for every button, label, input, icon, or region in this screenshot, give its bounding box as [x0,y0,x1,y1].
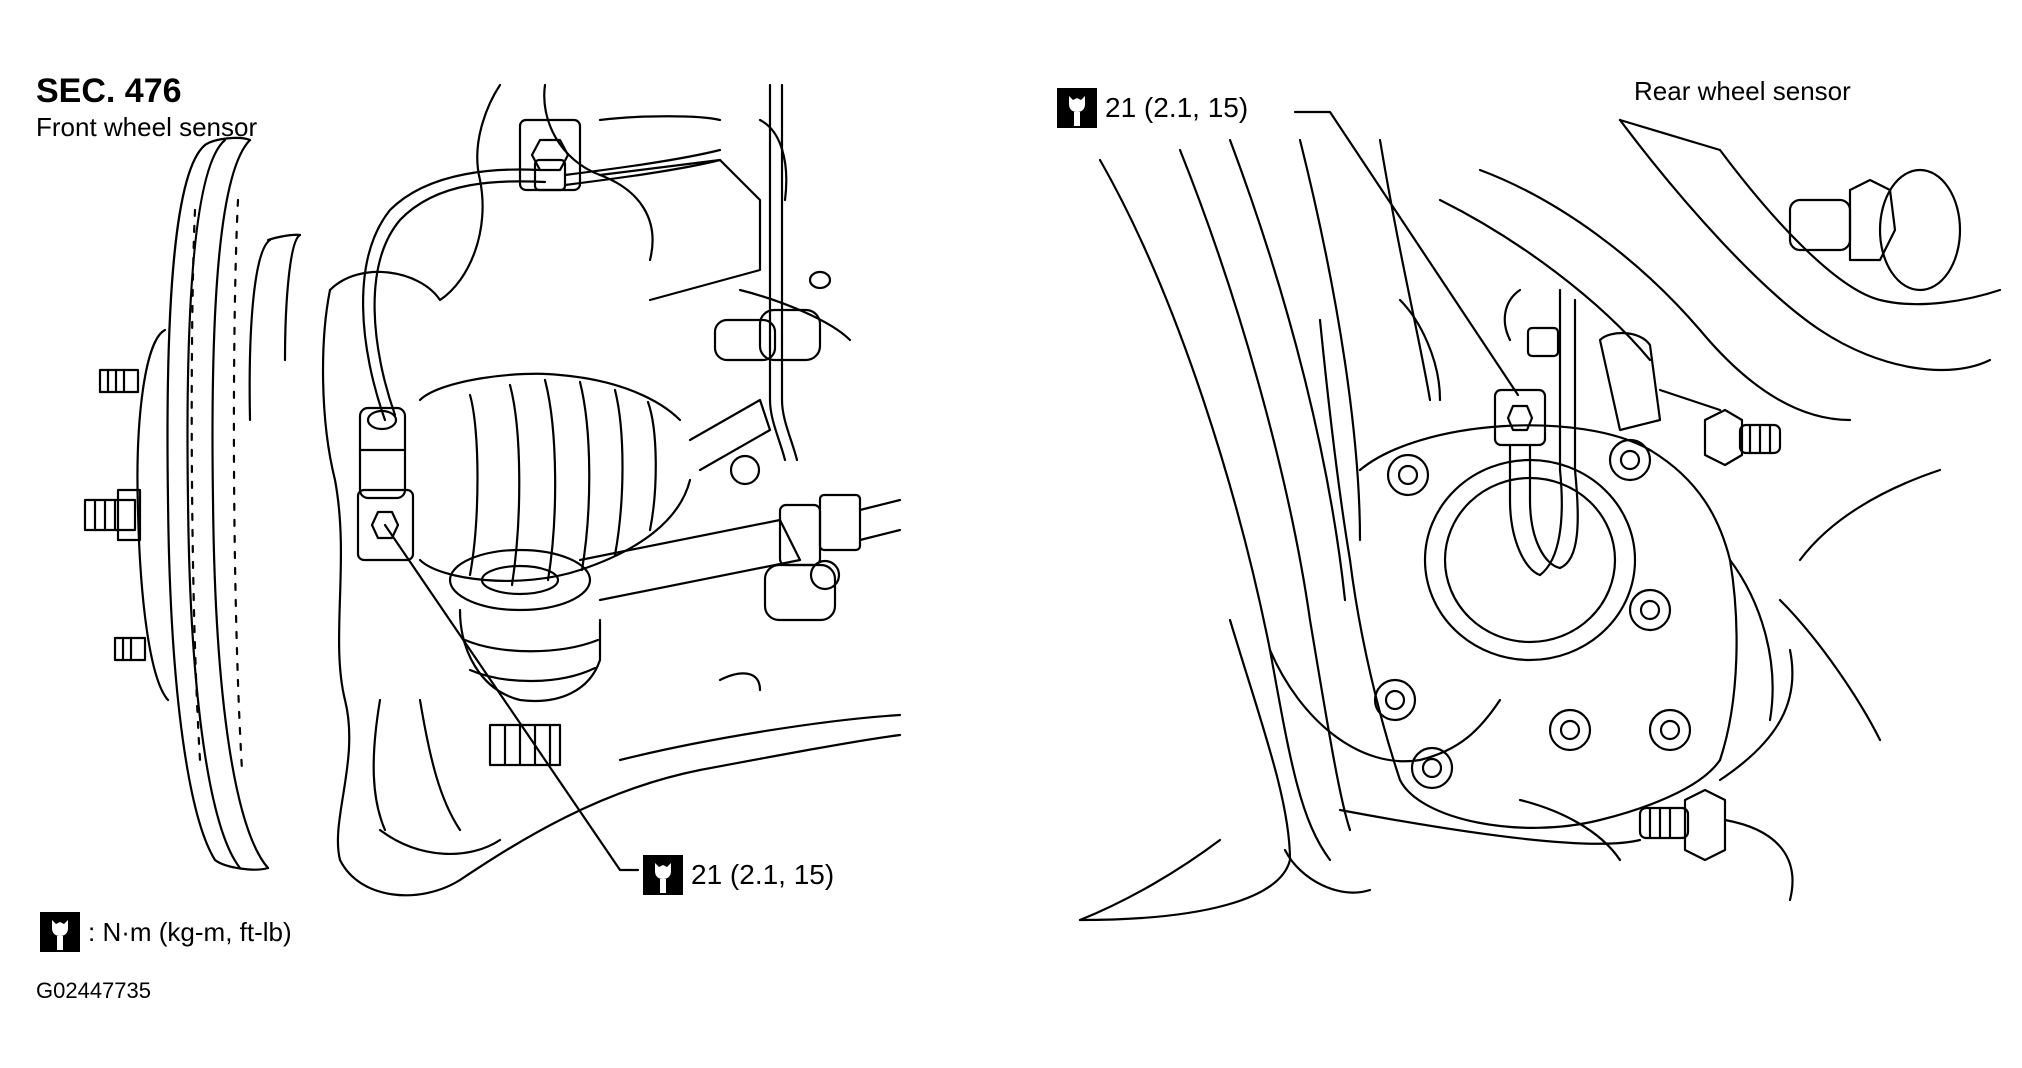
steering-knuckle [321,83,902,897]
section-number: SEC. 476 [36,72,182,110]
rear-lower-bolts [1638,408,1794,902]
legend-text: : N·m (kg-m, ft-lb) [88,916,292,947]
rear-torque-leader [1293,110,1520,397]
rear-wheel-sensor-label: Rear wheel sensor [1634,76,1851,106]
wheel-studs [83,368,147,662]
brake-rotor [166,136,270,871]
rear-torque-value: 21 (2.1, 15) [1105,92,1249,123]
rear-hub-bolts [1373,438,1692,790]
rear-torque-spec: 21 (2.1, 15) [1057,88,1248,128]
rear-upper-bolt [1788,168,1962,292]
figure-code: G02447735 [36,978,151,1003]
torque-wrench-icon [40,912,80,952]
tie-rod-end [448,493,902,767]
torque-wrench-icon [1057,88,1097,128]
rear-wheel-sensor [1493,288,1722,577]
torque-wrench-icon [643,855,683,895]
front-sensor-harness [362,83,799,462]
torque-unit-legend: : N·m (kg-m, ft-lb) [40,912,292,952]
front-torque-spec: 21 (2.1, 15) [643,855,834,895]
drive-shaft-boot [418,308,822,587]
front-wheel-assembly [83,83,902,897]
front-wheel-sensor [356,406,415,562]
rear-knuckle-housing [1318,298,1774,845]
hub [136,233,302,702]
rear-wheel-assembly [1078,110,2002,922]
front-torque-value: 21 (2.1, 15) [691,859,835,890]
front-torque-leader [383,523,640,872]
front-wheel-sensor-label: Front wheel sensor [36,112,258,142]
